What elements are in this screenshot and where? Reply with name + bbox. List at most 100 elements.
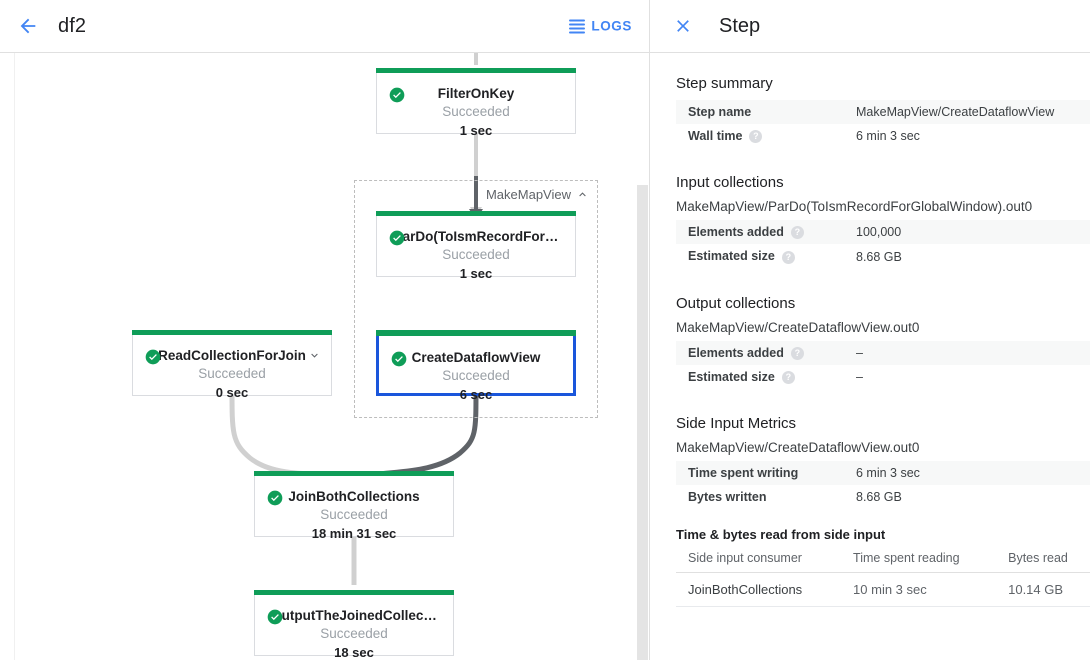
section-heading-step-summary: Step summary: [676, 75, 773, 92]
success-check-icon: [389, 230, 405, 246]
node-labels: ReadCollectionForJoin Succeeded 0 sec: [133, 331, 331, 402]
node-title: ReadCollectionForJoin: [158, 348, 306, 363]
row-value: MakeMapView/CreateDataflowView: [856, 105, 1055, 119]
node-status-bar: [376, 211, 576, 216]
step-details-pane: Step Step summary Step name MakeMapView/…: [650, 0, 1090, 660]
table-row: Time spent writing 6 min 3 sec: [676, 461, 1090, 486]
row-key: Time spent writing: [688, 466, 799, 481]
composite-label-text: MakeMapView: [485, 187, 571, 202]
row-value: 8.68 GB: [856, 490, 902, 505]
node-time: 0 sec: [215, 385, 249, 400]
row-value: –: [856, 345, 863, 360]
cell-time: 10 min 3 sec: [841, 572, 997, 608]
node-title: FilterOnKey: [437, 86, 515, 101]
side-input-consumers-table: Side input consumer Time spent reading B…: [676, 544, 1090, 608]
column-header-time: Time spent reading: [841, 544, 997, 574]
success-check-icon: [145, 349, 161, 365]
page-title: df2: [58, 14, 87, 37]
node-status-bar: [254, 471, 454, 476]
arrow-back-icon[interactable]: [8, 6, 48, 46]
graph-left-rail: [14, 53, 15, 660]
row-key: Elements added?: [676, 220, 844, 244]
node-time: 1 sec: [459, 266, 493, 281]
row-value: 6 min 3 sec: [856, 466, 920, 481]
node-title: ParDo(ToIsmRecordFor…: [393, 229, 559, 244]
node-status: Succeeded: [442, 104, 510, 119]
table-row: Estimated size? 8.68 GB: [676, 244, 1090, 268]
success-check-icon: [267, 490, 283, 506]
node-status: Succeeded: [442, 368, 510, 383]
table-row: Elements added? –: [676, 340, 1090, 365]
graph-node-filteronkey[interactable]: FilterOnKey Succeeded 1 sec: [376, 68, 576, 138]
row-value: –: [856, 369, 863, 384]
table-row: Wall time? 6 min 3 sec: [676, 124, 1090, 148]
job-graph-canvas[interactable]: MakeMapView FilterOnKey Succeeded 1 sec: [0, 53, 649, 660]
composite-group-makemapview[interactable]: MakeMapView: [354, 180, 598, 418]
node-status-bar: [254, 590, 454, 595]
input-collection-name: MakeMapView/ParDo(ToIsmRecordForGlobalWi…: [676, 199, 1033, 215]
row-key: Estimated size?: [676, 365, 844, 389]
graph-node-outputthejoinedcollection[interactable]: OutputTheJoinedCollec… Succeeded 18 sec: [254, 590, 454, 660]
column-header-bytes: Bytes read: [996, 544, 1090, 574]
node-labels: CreateDataflowView Succeeded 6 sec: [379, 333, 573, 404]
node-time: 18 min 31 sec: [311, 526, 397, 541]
node-labels: JoinBothCollections Succeeded 18 min 31 …: [255, 472, 453, 543]
chevron-up-icon[interactable]: [576, 188, 589, 201]
side-input-metrics-table: Time spent writing 6 min 3 sec Bytes wri…: [676, 461, 1090, 509]
node-labels: OutputTheJoinedCollec… Succeeded 18 sec: [255, 591, 453, 660]
node-title: JoinBothCollections: [288, 489, 420, 504]
logs-button[interactable]: LOGS: [569, 19, 632, 34]
table-row: Estimated size? –: [676, 365, 1090, 389]
node-status-bar: [376, 330, 576, 336]
node-status: Succeeded: [198, 366, 266, 381]
close-icon[interactable]: [663, 6, 703, 46]
graph-node-createdataflowview[interactable]: CreateDataflowView Succeeded 6 sec: [376, 330, 576, 402]
help-icon[interactable]: ?: [781, 250, 795, 264]
graph-vertical-scrollbar[interactable]: [637, 185, 648, 660]
composite-label[interactable]: MakeMapView: [486, 187, 589, 202]
node-labels: FilterOnKey Succeeded 1 sec: [377, 69, 575, 140]
row-value: 100,000: [856, 225, 902, 240]
node-labels: ParDo(ToIsmRecordFor… Succeeded 1 sec: [377, 212, 575, 283]
success-check-icon: [389, 87, 405, 103]
side-input-collection-name: MakeMapView/CreateDataflowView.out0: [676, 440, 920, 456]
row-value: 6 min 3 sec: [856, 129, 920, 144]
node-status-bar: [376, 68, 576, 73]
help-icon[interactable]: ?: [790, 346, 804, 360]
node-time: 1 sec: [459, 123, 493, 138]
node-status-bar: [132, 330, 332, 335]
row-key: Wall time?: [676, 124, 844, 148]
chevron-down-icon[interactable]: [308, 349, 321, 367]
cell-consumer: JoinBothCollections: [676, 572, 842, 608]
graph-node-pardo[interactable]: ParDo(ToIsmRecordFor… Succeeded 1 sec: [376, 211, 576, 281]
node-title: CreateDataflowView: [411, 350, 541, 365]
graph-node-joinbothcollections[interactable]: JoinBothCollections Succeeded 18 min 31 …: [254, 471, 454, 541]
section-heading-side-input-metrics: Side Input Metrics: [676, 415, 797, 433]
step-summary-table: Step name MakeMapView/CreateDataflowView…: [676, 100, 1090, 148]
step-panel-header: Step: [650, 0, 1090, 53]
step-panel-title: Step: [719, 14, 761, 37]
success-check-icon: [391, 351, 407, 367]
node-time: 6 sec: [459, 387, 493, 402]
output-collections-table: Elements added? – Estimated size? –: [676, 340, 1090, 389]
success-check-icon: [267, 609, 283, 625]
node-status: Succeeded: [442, 247, 510, 262]
help-icon[interactable]: ?: [790, 226, 804, 240]
graph-node-readcollectionforjoin[interactable]: ReadCollectionForJoin Succeeded 0 sec: [132, 330, 332, 400]
left-toolbar: df2 LOGS: [0, 0, 649, 53]
help-icon[interactable]: ?: [781, 371, 795, 385]
table-row: JoinBothCollections 10 min 3 sec 10.14 G…: [676, 572, 1090, 608]
output-collection-name: MakeMapView/CreateDataflowView.out0: [676, 319, 920, 335]
cell-bytes: 10.14 GB: [996, 572, 1090, 608]
table-header-row: Side input consumer Time spent reading B…: [676, 544, 1090, 574]
row-value: 8.68 GB: [856, 249, 902, 264]
logs-list-icon: [569, 19, 586, 33]
input-collections-table: Elements added? 100,000 Estimated size? …: [676, 220, 1090, 268]
subsection-heading-time-bytes-read: Time & bytes read from side input: [676, 527, 886, 543]
step-panel-body[interactable]: Step summary Step name MakeMapView/Creat…: [650, 53, 1090, 660]
node-status: Succeeded: [320, 626, 388, 641]
help-icon[interactable]: ?: [749, 130, 763, 144]
node-time: 18 sec: [334, 645, 374, 660]
node-title: OutputTheJoinedCollec…: [271, 608, 437, 623]
job-graph-pane: df2 LOGS: [0, 0, 650, 660]
